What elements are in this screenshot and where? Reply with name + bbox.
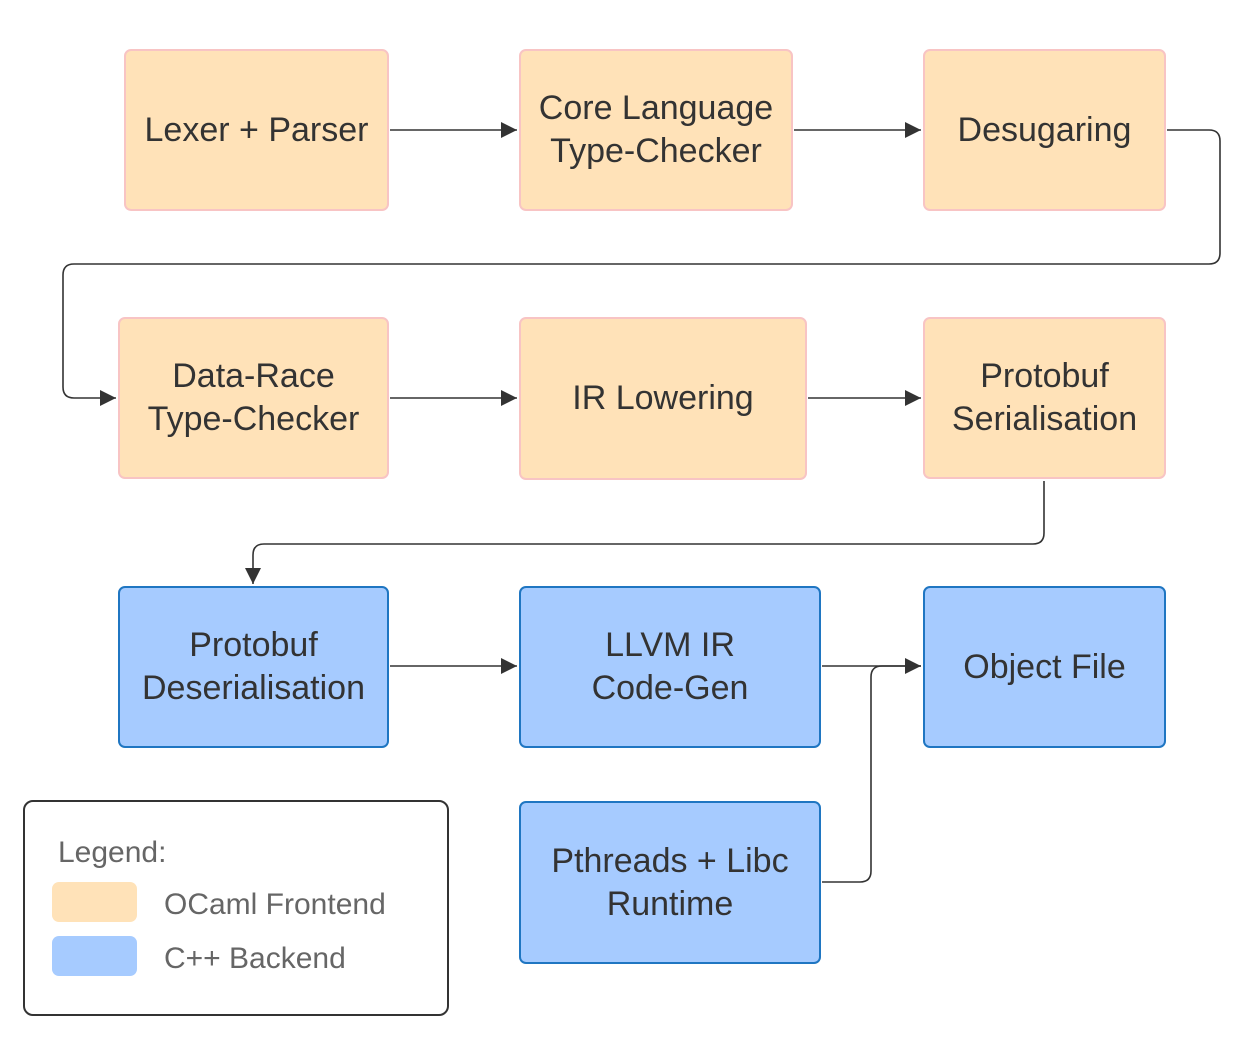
node-label-line: IR Lowering <box>572 379 754 417</box>
node-label-line: Serialisation <box>951 400 1138 438</box>
node-protobuf-serialisation: Protobuf Serialisation <box>923 317 1166 479</box>
node-label-line: LLVM IR <box>605 626 735 664</box>
edge-runtime-to-objectfile <box>822 665 921 883</box>
node-label-line: Core Language <box>538 89 774 127</box>
legend-title: Legend: <box>58 836 167 869</box>
node-label-line: Protobuf <box>980 357 1109 395</box>
node-desugaring: Desugaring <box>923 49 1166 211</box>
legend-label-backend: C++ Backend <box>164 942 346 975</box>
node-core-language-type-checker: Core Language Type-Checker <box>519 49 793 211</box>
legend-label-frontend: OCaml Frontend <box>164 888 386 921</box>
node-label-line: Data-Race <box>172 357 335 395</box>
edge-desugaring-to-datarace <box>62 129 1221 406</box>
legend-swatch-frontend <box>52 882 137 922</box>
node-ir-lowering: IR Lowering <box>519 317 807 480</box>
node-label-line: Protobuf <box>189 626 318 664</box>
node-label-line: Object File <box>963 647 1126 686</box>
node-pthreads-libc-runtime: Pthreads + Libc Runtime <box>519 801 821 964</box>
legend-swatch-backend <box>52 936 137 976</box>
node-label-line: Lexer + Parser <box>144 110 369 149</box>
node-label-line: Deserialisation <box>142 669 365 707</box>
node-protobuf-deserialisation: Protobuf Deserialisation <box>118 586 389 748</box>
node-llvm-ir-code-gen: LLVM IR Code-Gen <box>519 586 821 748</box>
node-object-file: Object File <box>923 586 1166 748</box>
edge-serialisation-to-deserialisation <box>245 481 1045 584</box>
node-data-race-type-checker: Data-Race Type-Checker <box>118 317 389 479</box>
node-label-line: Pthreads + Libc <box>551 841 789 880</box>
node-lexer-parser: Lexer + Parser <box>124 49 389 211</box>
node-label-line: Desugaring <box>957 110 1132 149</box>
node-label-line: Code-Gen <box>591 669 749 707</box>
legend-box: Legend: OCaml Frontend C++ Backend <box>23 800 449 1016</box>
node-label-line: Runtime <box>606 884 734 923</box>
node-label-line: Type-Checker <box>147 400 360 438</box>
node-label-line: Type-Checker <box>550 132 762 170</box>
